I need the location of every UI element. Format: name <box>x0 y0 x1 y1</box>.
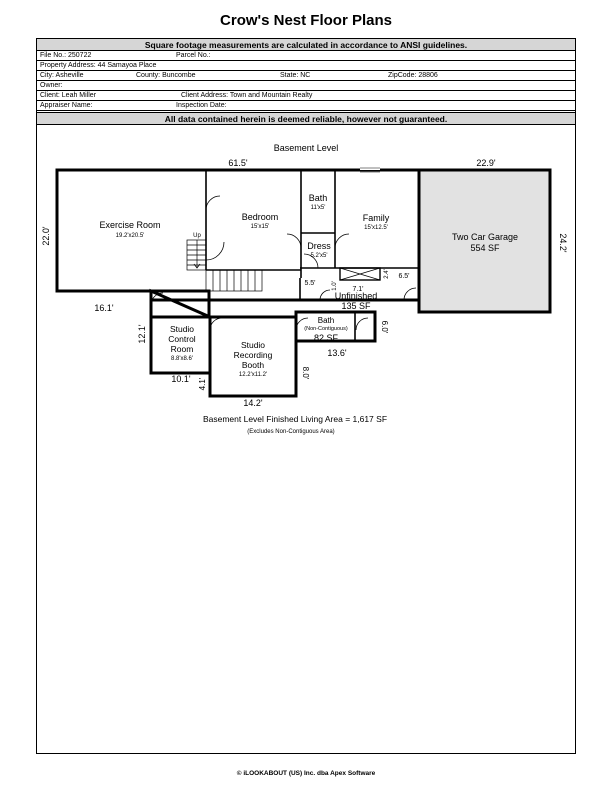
appraiser-name: Appraiser Name: <box>40 102 93 109</box>
room-bath-nc-area: 82 SF <box>314 333 339 343</box>
room-family-size: 15'x12.5' <box>364 225 388 231</box>
room-exercise-size: 19.2'x20.5' <box>116 233 145 239</box>
room-control-line1: Studio <box>170 324 194 334</box>
room-control-size: 8.8'x8.6' <box>171 356 193 362</box>
county: County: Buncombe <box>136 72 196 79</box>
parcel-number: Parcel No.: <box>176 52 211 59</box>
room-garage-area: 554 SF <box>470 243 500 253</box>
exterior-walls <box>55 168 552 398</box>
dim-unfinished-left: 5.5' <box>304 280 315 287</box>
room-unfinished-area: 135 SF <box>341 301 371 311</box>
zipcode: ZipCode: 28806 <box>388 72 438 79</box>
client-address: Client Address: Town and Mountain Realty <box>181 92 313 99</box>
windows <box>360 167 380 173</box>
utility-box <box>339 267 381 281</box>
room-exercise-name: Exercise Room <box>99 220 160 230</box>
info-row-address: Property Address: 44 Samayoa Place <box>36 61 576 71</box>
city: City: Asheville <box>40 72 84 79</box>
dim-unfinished-d: 6.5' <box>398 273 409 280</box>
page-title: Crow's Nest Floor Plans <box>220 12 392 29</box>
dim-control-room-left: 12.1' <box>137 324 147 344</box>
ansi-notice: Square footage measurements are calculat… <box>36 38 576 51</box>
dim-top-main: 61.5' <box>228 158 248 168</box>
room-unfinished-name: Unfinished <box>335 291 378 301</box>
reliability-notice: All data contained herein is deemed reli… <box>36 112 576 125</box>
room-family-name: Family <box>363 213 390 223</box>
room-bath-nc-note: (Non-Contiguous) <box>304 326 348 332</box>
stairs-lower <box>205 269 263 292</box>
client: Client: Leah Miller <box>40 92 97 99</box>
info-row-appraiser: Appraiser Name: Inspection Date: <box>36 101 576 111</box>
property-address: Property Address: 44 Samayoa Place <box>40 62 157 69</box>
dim-booth-left-step: 4.1' <box>198 377 207 390</box>
state: State: NC <box>280 72 311 79</box>
room-control-line2: Control <box>168 334 196 344</box>
room-garage-name: Two Car Garage <box>452 232 518 242</box>
room-bedroom-size: 15'x15' <box>251 224 270 230</box>
room-booth-line1: Studio <box>241 340 265 350</box>
dim-booth-bottom: 14.2' <box>243 398 263 408</box>
room-bath-name: Bath <box>309 193 328 203</box>
info-row-client: Client: Leah Miller Client Address: Town… <box>36 91 576 101</box>
room-dress-name: Dress <box>307 241 331 251</box>
dim-control-room-bottom: 10.1' <box>171 374 191 384</box>
level-title: Basement Level <box>274 143 339 153</box>
room-booth-line3: Booth <box>242 360 264 370</box>
stairs-upper <box>186 239 207 271</box>
owner: Owner: <box>40 82 63 89</box>
dim-unfinished-c: 2.4' <box>384 269 390 279</box>
room-bedroom-name: Bedroom <box>242 212 279 222</box>
info-row-file: File No.: 250722 Parcel No.: <box>36 51 576 61</box>
dim-unfinished-b: 7.1' <box>352 286 363 293</box>
dim-lower-left: 16.1' <box>94 303 114 313</box>
room-control-line3: Room <box>171 344 194 354</box>
room-bath-nc-name: Bath <box>318 316 334 325</box>
dim-booth-right: 8.0' <box>301 367 310 380</box>
inspection-date: Inspection Date: <box>176 102 227 109</box>
dim-bath-nc-right: 6.0' <box>380 321 389 334</box>
room-bath-size: 11'x5' <box>311 205 326 211</box>
info-row-owner: Owner: <box>36 81 576 91</box>
dim-unfinished-a: 1.0' <box>332 281 338 291</box>
file-number: File No.: 250722 <box>40 52 92 59</box>
info-row-location: City: Asheville County: Buncombe State: … <box>36 71 576 81</box>
stairs-up-label: Up <box>193 233 201 239</box>
dim-bath-nc-bottom: 13.6' <box>327 348 347 358</box>
dim-garage-right: 24.2' <box>558 233 568 253</box>
door-swings <box>150 195 417 331</box>
finished-area: Basement Level Finished Living Area = 1,… <box>203 414 387 424</box>
room-booth-size: 12.2'x11.2' <box>239 372 267 378</box>
room-dress-size: 5.2'x5' <box>311 253 328 259</box>
finished-area-note: (Excludes Non-Contiguous Area) <box>247 429 334 435</box>
footer-copyright: © iLOOKABOUT (US) Inc. dba Apex Software <box>236 770 376 777</box>
dim-top-garage: 22.9' <box>476 158 496 168</box>
room-booth-line2: Recording <box>234 350 273 360</box>
dim-left: 22.0' <box>41 226 51 246</box>
